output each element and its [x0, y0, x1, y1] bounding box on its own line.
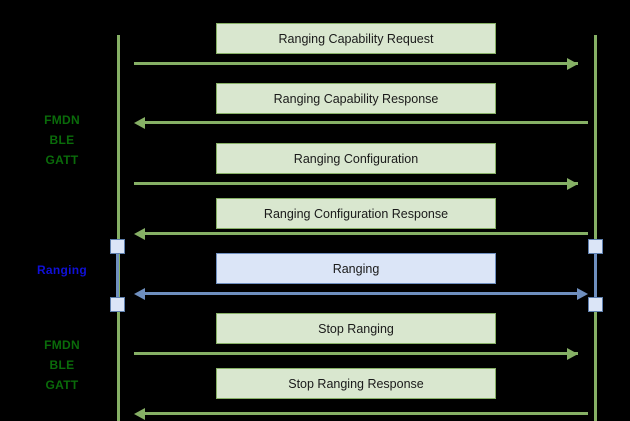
message-arrow-line-5 [145, 292, 577, 295]
phase-label-ranging: Ranging [36, 263, 88, 277]
message-box-stop-ranging-response[interactable]: Stop Ranging Response [216, 368, 496, 399]
message-arrow-line-4 [145, 232, 588, 235]
message-label: Ranging Configuration Response [263, 206, 449, 221]
left-lifeline [117, 35, 120, 421]
message-box-ranging-capability-response[interactable]: Ranging Capability Response [216, 83, 496, 114]
message-arrow-head-left-7 [134, 407, 145, 420]
message-box-ranging-capability-request[interactable]: Ranging Capability Request [216, 23, 496, 54]
right-lifeline [594, 35, 597, 421]
message-arrow-head-right-1 [567, 57, 578, 70]
message-arrow-line-7 [145, 412, 588, 415]
message-label: Ranging [332, 261, 380, 276]
message-arrow-line-1 [134, 62, 578, 65]
phase-label-fmdn-bottom: FMDN BLE GATT [44, 338, 80, 392]
left-ranging-activation-line [116, 246, 119, 303]
message-box-ranging-configuration[interactable]: Ranging Configuration [216, 143, 496, 174]
message-label: Stop Ranging Response [288, 376, 424, 391]
right-ranging-stop-marker[interactable] [588, 297, 603, 312]
message-box-stop-ranging[interactable]: Stop Ranging [216, 313, 496, 344]
message-arrow-head-right-3 [567, 177, 578, 190]
message-label: Ranging Configuration [293, 151, 419, 166]
message-arrow-head-left-2 [134, 116, 145, 129]
left-ranging-start-marker[interactable] [110, 239, 125, 254]
message-label: Stop Ranging [318, 321, 394, 336]
message-box-ranging[interactable]: Ranging [216, 253, 496, 284]
phase-label-fmdn-top: FMDN BLE GATT [44, 113, 80, 167]
message-arrow-head-left-4 [134, 227, 145, 240]
message-arrow-head-right-5 [577, 287, 588, 300]
message-label: Ranging Capability Response [273, 91, 439, 106]
right-ranging-activation-line [594, 246, 597, 303]
right-ranging-start-marker[interactable] [588, 239, 603, 254]
message-arrow-line-3 [134, 182, 578, 185]
left-ranging-stop-marker[interactable] [110, 297, 125, 312]
message-arrow-head-left-5 [134, 287, 145, 300]
message-label: Ranging Capability Request [278, 31, 434, 46]
message-box-ranging-configuration-response[interactable]: Ranging Configuration Response [216, 198, 496, 229]
message-arrow-line-6 [134, 352, 578, 355]
message-arrow-line-2 [145, 121, 588, 124]
message-arrow-head-right-6 [567, 347, 578, 360]
